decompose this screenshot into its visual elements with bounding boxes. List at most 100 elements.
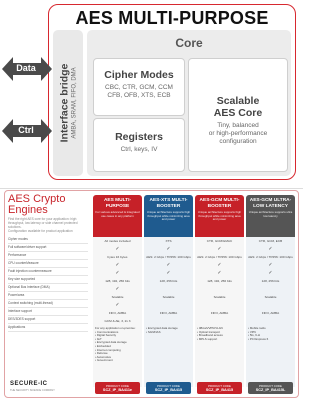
application-item: • MPLS support [197, 336, 218, 341]
checkmark-icon: ✓ [268, 246, 273, 252]
table-cell: 128, 192, 256 bits [207, 279, 232, 283]
table-cell: CTR, GCM/GMAC [206, 239, 233, 243]
table-cell: 128, 192, 256 bits [105, 279, 130, 283]
checkmark-icon: ✓ [166, 270, 171, 276]
checkmark-icon: ✓ [268, 270, 273, 276]
comparison-intro-text: Find the right AES core for your applica… [8, 217, 78, 229]
product-code-value: SCZ_IP_BA415L [255, 387, 286, 392]
product-code-value: SCZ_IP_BA415 [205, 387, 234, 392]
table-cell: FIFO, AMBA [261, 311, 280, 315]
data-arrow-label: Data [16, 63, 36, 73]
cipher-modes-block: Cipher Modes CBC, CTR, GCM, CCM CFB, OFB… [93, 58, 185, 116]
product-column-body: CTR, GCM/GMAC ✓ AES: 2 Gbps / TP256: 100 G… [195, 237, 244, 387]
product-name: AES-GCM ULTRA-LOW LATENCY [249, 198, 292, 209]
product-description: Unique architecture supports ultra low l… [248, 210, 293, 218]
interface-bridge-subtitle: AMBA, SRAM, FIFO, DMA [71, 67, 78, 139]
diagram-title: AES MULTI-PURPOSE [75, 8, 269, 28]
row-label: Performance [8, 251, 88, 260]
application-item: • Automotive [95, 354, 112, 359]
application-item: • Mobile radio [248, 326, 266, 330]
application-item: • VPN [248, 329, 256, 334]
checkmark-icon: ✓ [217, 270, 222, 276]
table-cell: AES: 2 Gbps / TP256: 100 Gbps [146, 255, 191, 259]
table-cell: Scalable [111, 295, 124, 299]
registers-line1: Ctrl, keys, IV [120, 146, 158, 153]
row-label: Interface support [8, 307, 88, 316]
application-item: • 5G, 6-H [248, 333, 260, 338]
table-cell: FIFO, AMBA [159, 311, 178, 315]
checkmark-icon: ✓ [115, 270, 120, 276]
table-cell [144, 317, 193, 325]
table-cell: AES: 2 Gbps / TP256: 100 Gbps [197, 255, 242, 259]
table-cell: All modes included [104, 239, 131, 243]
table-cell [144, 301, 193, 309]
application-item: • Encrypted data storage [146, 326, 178, 330]
table-cell [246, 285, 295, 293]
block-diagram: AES MULTI-PURPOSE Interface bridge AMBA,… [0, 0, 303, 186]
table-cell: FIFO, AMBA [210, 311, 229, 315]
checkmark-icon: ✓ [166, 246, 171, 252]
product-column-body: XTS✓AES: 2 Gbps / TP256: 100 Gbps✓✓128, … [144, 237, 193, 387]
row-label: Context switching (multi-thread) [8, 299, 88, 308]
scalable-line3: configuration [219, 138, 257, 145]
row-label: DES/3DES support [8, 315, 88, 324]
row-label: Optional Bus Interface (DMA) [8, 283, 88, 292]
comparison-table: AES Crypto Engines Find the right AES co… [0, 190, 303, 400]
secure-ic-tagline: THE SECURITY SCIENCE COMPANY [10, 389, 55, 392]
checkmark-icon: ✓ [115, 246, 120, 252]
table-cell [195, 285, 244, 293]
application-item: • SAN/NAS [146, 329, 161, 334]
application-item: • Defense [95, 351, 108, 356]
scalable-title2: AES Core [213, 107, 263, 119]
table-cell [246, 301, 295, 309]
interface-bridge-block: Interface bridge AMBA, SRAM, FIFO, DMA [53, 30, 83, 176]
checkmark-icon: ✓ [268, 262, 273, 268]
data-arrow-icon [2, 57, 52, 81]
comparison-intro: Find the right AES core for your applica… [8, 217, 88, 233]
row-label: Fault injection countermeasure [8, 267, 88, 276]
application-item: For any application on-premise: [95, 326, 136, 330]
table-cell: 128, 256 bits [159, 279, 178, 283]
checkmark-icon: ✓ [217, 246, 222, 252]
table-cell [195, 317, 244, 325]
product-code-value: SCZ_IP_BA411e [102, 387, 133, 392]
scalable-title: Scalable [216, 95, 260, 107]
table-cell: Scalable [264, 295, 277, 299]
application-item: • Encrypted data storage [95, 340, 127, 345]
table-cell [195, 301, 244, 309]
application-item: • Digital Security [95, 333, 117, 338]
product-column-body: All modes included ✓ bytes 16 bytes ✓ ✓ 128, … [93, 237, 142, 387]
checkmark-icon: ✓ [217, 262, 222, 268]
product-code-value: SCZ_IP_BA415 [154, 387, 183, 392]
product-code-label: PRODUCT CODE [106, 383, 129, 388]
application-item: • IIoT [95, 336, 102, 341]
table-cell: bytes 16 bytes [107, 255, 128, 259]
core-label: Core [175, 36, 203, 50]
applications-list: • Mobile radio• VPN• 5G, 6-H• PCI Expres… [248, 326, 293, 341]
cipher-modes-line2: CFB, OFB, XTS, ECB [107, 92, 171, 99]
table-cell: Scalable [162, 295, 175, 299]
checkmark-icon: ✓ [115, 286, 120, 292]
table-cell: FIFO, AMBA [108, 311, 127, 315]
table-cell [144, 285, 193, 293]
checkmark-icon: ✓ [166, 262, 171, 268]
comparison-title: AES Crypto Engines [8, 193, 66, 216]
applications-list: • Encrypted data storage• SAN/NAS [146, 326, 191, 334]
cipher-modes-line1: CBC, CTR, GCM, CCM [105, 84, 173, 91]
section-divider [0, 188, 303, 189]
product-name: AES-XTS MULTI-BOOSTER [149, 198, 188, 209]
ctrl-arrow-icon [2, 119, 52, 143]
row-label: Cipher modes [8, 235, 88, 244]
config-note: Configuration available for product appl… [8, 229, 73, 233]
row-label: Full software/driver support [8, 243, 88, 252]
applications-list: For any application on-premise:• Communi… [95, 326, 140, 363]
checkmark-icon: ✓ [115, 302, 120, 308]
table-cell: AES: 2 Gbps / TP256: 100 Gbps [248, 255, 293, 259]
row-label: CPU counterMeasure [8, 259, 88, 268]
